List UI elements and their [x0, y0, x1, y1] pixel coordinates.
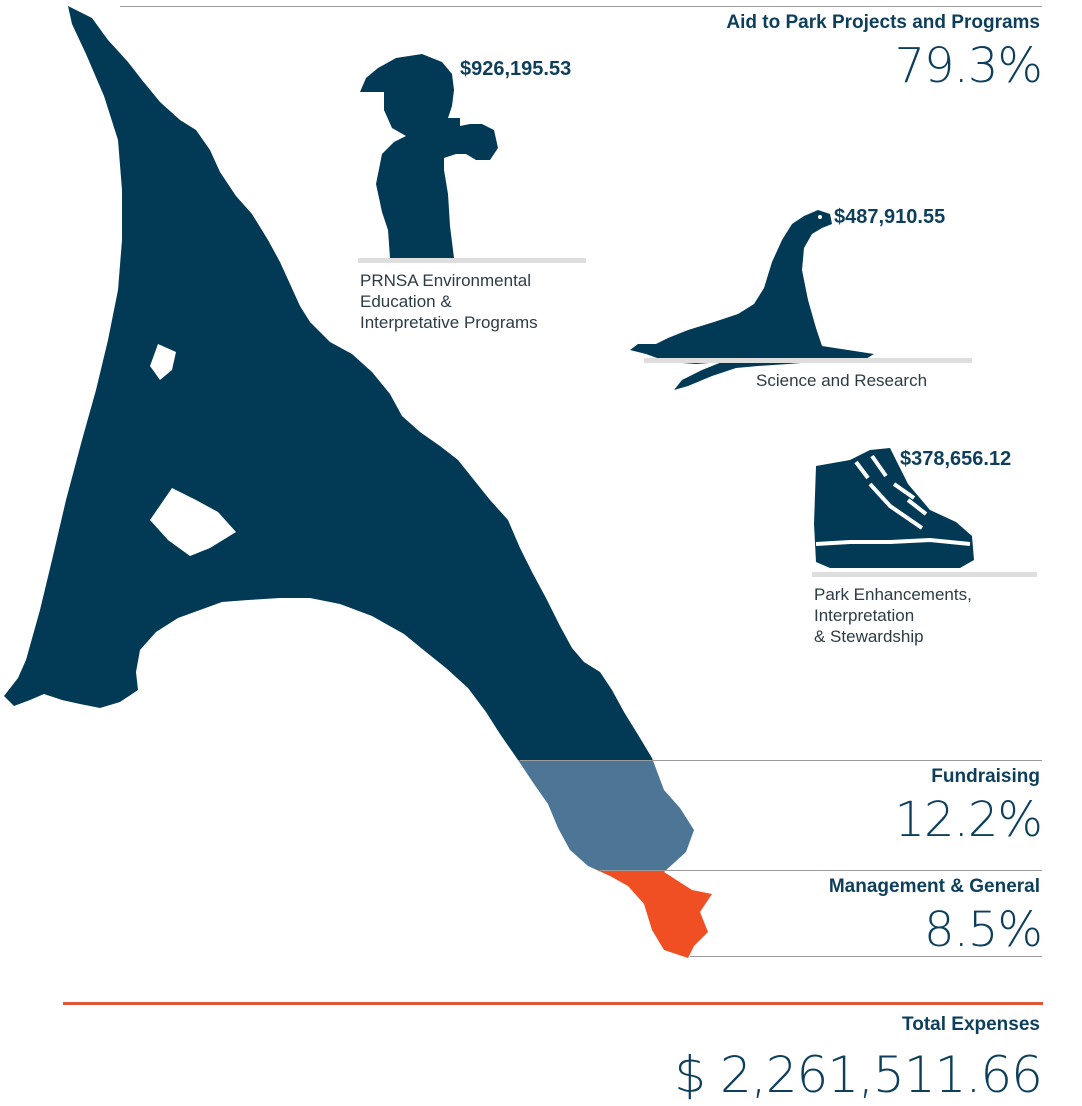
program-caption-1: PRNSA Environmental Education & Interpre…	[360, 271, 538, 332]
segment-label-management: Management & General	[828, 876, 1040, 897]
program-amount-3: $378,656.12	[900, 448, 1012, 470]
rule-management	[600, 870, 1042, 871]
total-label: Total Expenses	[902, 1014, 1040, 1035]
segment-label-fundraising: Fundraising	[931, 766, 1040, 787]
segment-label-aid: Aid to Park Projects and Programs	[726, 12, 1040, 33]
rule-fundraising	[520, 760, 1042, 761]
program-amount-2: $487,910.55	[834, 206, 946, 228]
child-binoculars-icon	[360, 54, 498, 258]
program-bar-2	[644, 358, 972, 363]
rule-aid	[120, 6, 1042, 7]
hiking-boot-icon	[814, 448, 974, 568]
program-amount-1: $926,195.53	[460, 58, 572, 80]
program-bar-3	[812, 572, 1037, 577]
sea-lion-icon	[630, 210, 874, 390]
segment-pct-management: 8.5%	[924, 902, 1043, 958]
segment-pct-aid: 79.3%	[894, 38, 1043, 94]
rule-bottom	[690, 956, 1042, 957]
segment-pct-fundraising: 12.2%	[894, 792, 1043, 848]
total-value: $ 2,261,511.66	[674, 1046, 1043, 1104]
program-caption-2: Science and Research	[756, 371, 928, 390]
program-caption-3: Park Enhancements, Interpretation & Stew…	[814, 585, 972, 646]
program-bar-1	[358, 258, 586, 263]
total-rule	[63, 1002, 1043, 1005]
